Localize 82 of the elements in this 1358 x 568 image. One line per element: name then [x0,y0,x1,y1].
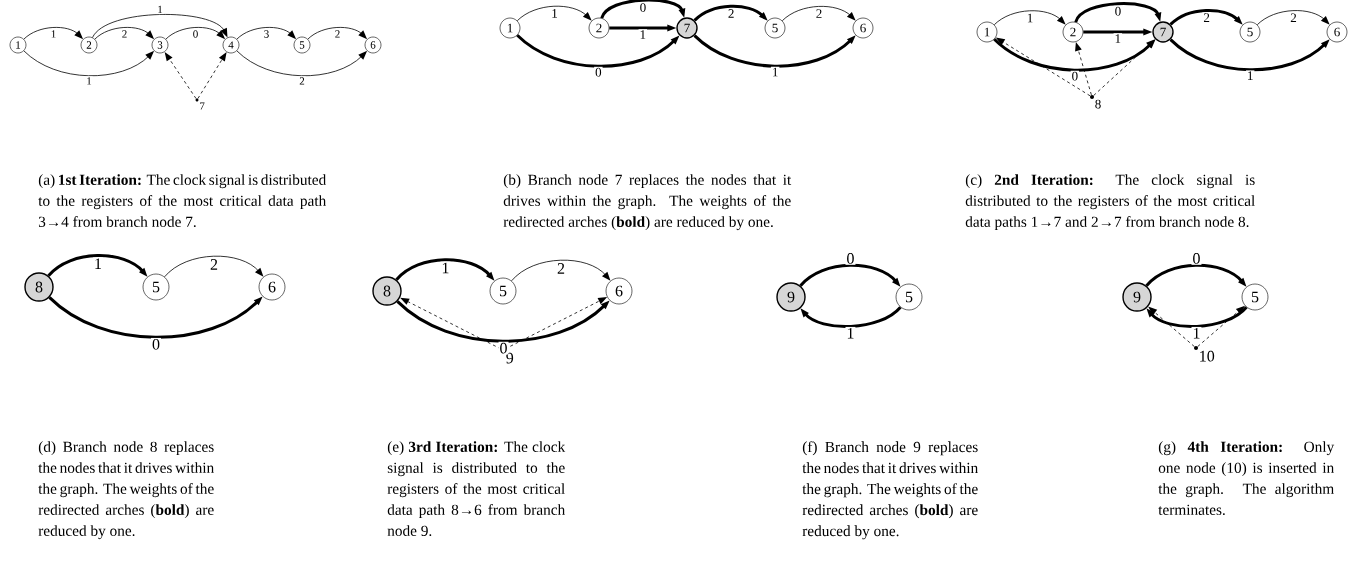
arrow [236,27,297,40]
caption: (b) Branch node 7 replaces the nodes that it drives within the graph. The weights of the redirected arches (bold) are reduced by one. [503,174,792,231]
dashed-arrow [1148,306,1195,347]
edge-label: 0 [638,2,648,13]
edge-label: 1 [1113,33,1123,44]
edge-label: 1 [770,66,780,78]
arrow [993,38,1156,72]
edge-label: 0 [498,341,509,355]
edge-label: 2 [333,29,342,39]
arrow [92,14,228,38]
arrow [516,5,592,22]
dashed-arrow [995,37,1091,97]
arrow [396,300,610,343]
caption: (f) Branch node 9 replaces the nodes that it drives within the graph. The weights of the redirected arches (bold) are reduced by one. [802,441,978,540]
edge-label: 1 [156,4,164,15]
edge-label: 2 [1202,12,1211,23]
edge-label: 0 [594,66,603,78]
caption: (a) 1st Iteration: The clock signal is distributed to the registers of the most critical data path 3→4 from branch node 7. [38,174,327,228]
edge-label: 0 [191,29,200,39]
arrow [23,27,84,40]
edge-label: 1 [638,29,648,40]
edge-label: 1 [1191,326,1202,340]
dashed-arrow [1075,41,1092,96]
arrow [600,0,686,19]
edge-label: 3 [262,29,271,39]
caption: (d) Branch node 8 replaces the nodes that it drives within the graph. The weights of the redirected arches (bold) are reduced by one. [38,441,214,540]
arrow [993,10,1066,26]
dashed-arrow [1093,39,1156,96]
arrow [48,296,263,339]
arrow [94,27,155,40]
edge-label: 0 [1113,5,1123,17]
arrow [1169,38,1330,72]
arrow [164,255,264,278]
dashed-arrow [164,51,197,99]
edge-label: 2 [209,258,219,271]
edge-label: 1 [49,29,58,39]
dashed-arrow [400,297,502,350]
edge-label: 2 [556,262,566,275]
edge-label: 2 [120,29,129,39]
edge-label: 1 [440,261,451,275]
edge-label: 2 [726,8,736,19]
edge-label: 1 [550,8,559,19]
node-label: 8 [1095,99,1101,109]
arrow [800,306,902,328]
dashed-arrow [197,52,227,99]
edge-label: 1 [85,76,93,86]
edge-label: 0 [151,337,161,351]
caption: (e) 3rd Iteration: The clock signal is distributed to the registers of the most critical data path 8→6 from branch node 9. [387,441,566,537]
arrow [799,263,901,287]
edge-label: 1 [845,326,856,340]
arrow [693,34,856,68]
arrow [1146,306,1248,328]
edge-label: 0 [1070,70,1080,82]
edge-label: 2 [814,8,824,19]
caption: (g) 4th Iteration: Only one node (10) is inserted in the graph. The algorithm terminates. [1158,441,1335,516]
arrow [516,34,680,68]
node-label: 10 [1200,350,1215,362]
arrow [1256,10,1330,26]
arrow [511,259,611,282]
arrow [23,50,155,77]
edge-label: 2 [1289,12,1298,24]
edge-label: 1 [92,257,103,270]
edge-label: 2 [298,76,306,86]
arrow [1169,9,1243,26]
arrow [1145,263,1247,287]
caption: (c) 2nd Iteration: The clock signal is distributed to the registers of the most critical data paths 1→7 and 2→7 from branch node 8. [965,174,1255,231]
arrow [47,254,148,277]
arrow [693,4,768,22]
dashed-arrow [1197,305,1245,347]
arrow [165,27,226,40]
edge-label: 1 [1025,12,1035,24]
arrow [307,27,368,40]
arrow [236,50,368,77]
arrow [1083,28,1153,36]
node-label: 7 [200,102,205,110]
arrow [395,258,495,281]
arrow [609,24,677,32]
edge-label: 0 [1191,252,1202,265]
edge-label: 1 [1245,70,1255,81]
arrow [781,6,856,22]
edge-label: 0 [845,252,856,265]
arrow [1074,2,1162,23]
